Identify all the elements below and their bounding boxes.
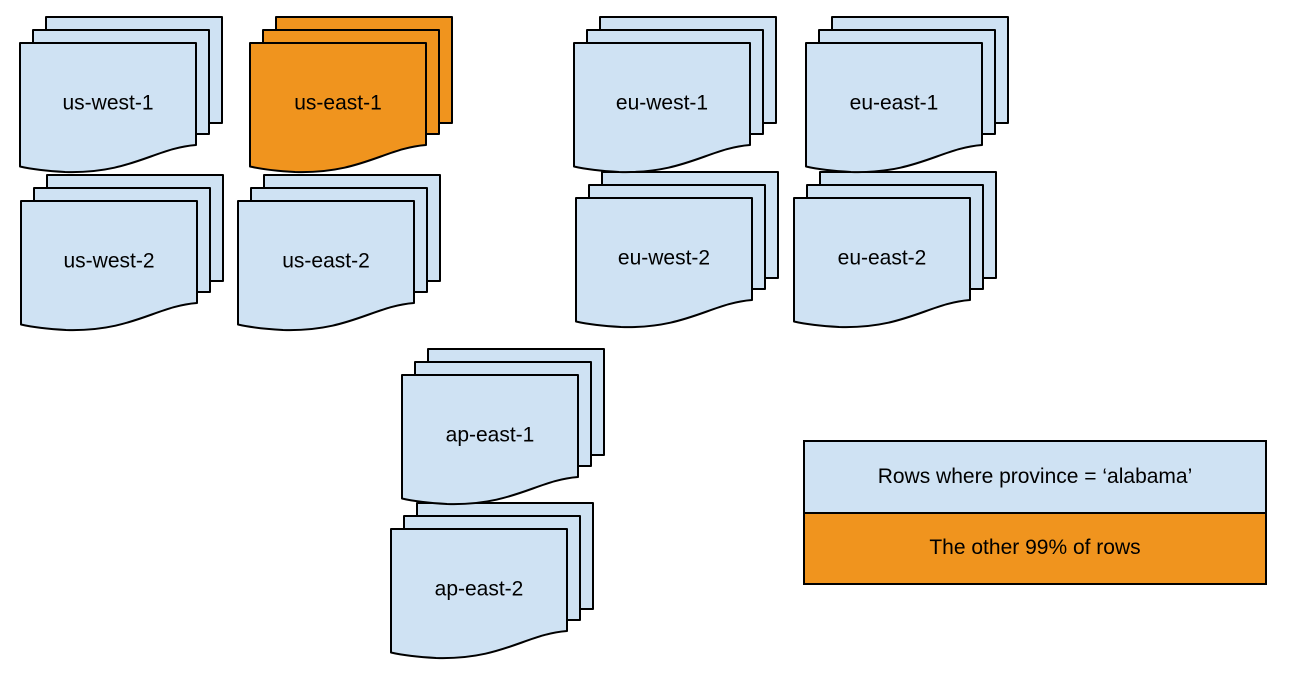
partition-label: us-east-1 — [294, 92, 382, 115]
legend: Rows where province = ‘alabama’ The othe… — [803, 440, 1267, 585]
partition-label: eu-east-2 — [838, 247, 927, 270]
partition-stack-ap-east-2: ap-east-2 — [390, 502, 594, 660]
partition-label: eu-east-1 — [850, 92, 939, 115]
partition-stack-us-east-1-hot: us-east-1 — [249, 16, 453, 174]
partition-label: eu-west-2 — [618, 247, 710, 270]
partition-label: us-west-2 — [63, 250, 154, 273]
legend-label-other-rows: The other 99% of rows — [929, 536, 1141, 560]
partition-stack-us-west-1: us-west-1 — [19, 16, 223, 174]
partition-stack-us-east-2: us-east-2 — [237, 174, 441, 332]
partition-stack-eu-east-1: eu-east-1 — [805, 16, 1009, 174]
partition-stack-eu-west-2: eu-west-2 — [575, 171, 779, 329]
legend-row-other-rows: The other 99% of rows — [805, 513, 1265, 583]
partition-stack-ap-east-1: ap-east-1 — [401, 348, 605, 506]
partition-label: ap-east-2 — [435, 578, 524, 601]
partition-label: eu-west-1 — [616, 92, 708, 115]
partition-label: ap-east-1 — [446, 424, 535, 447]
legend-label-alabama: Rows where province = ‘alabama’ — [877, 464, 1193, 488]
legend-row-alabama: Rows where province = ‘alabama’ — [805, 442, 1265, 514]
partition-stack-us-west-2: us-west-2 — [20, 174, 224, 332]
partition-label: us-east-2 — [282, 250, 370, 273]
partition-label: us-west-1 — [62, 92, 153, 115]
partition-stack-eu-east-2: eu-east-2 — [793, 171, 997, 329]
partition-stack-eu-west-1: eu-west-1 — [573, 16, 777, 174]
